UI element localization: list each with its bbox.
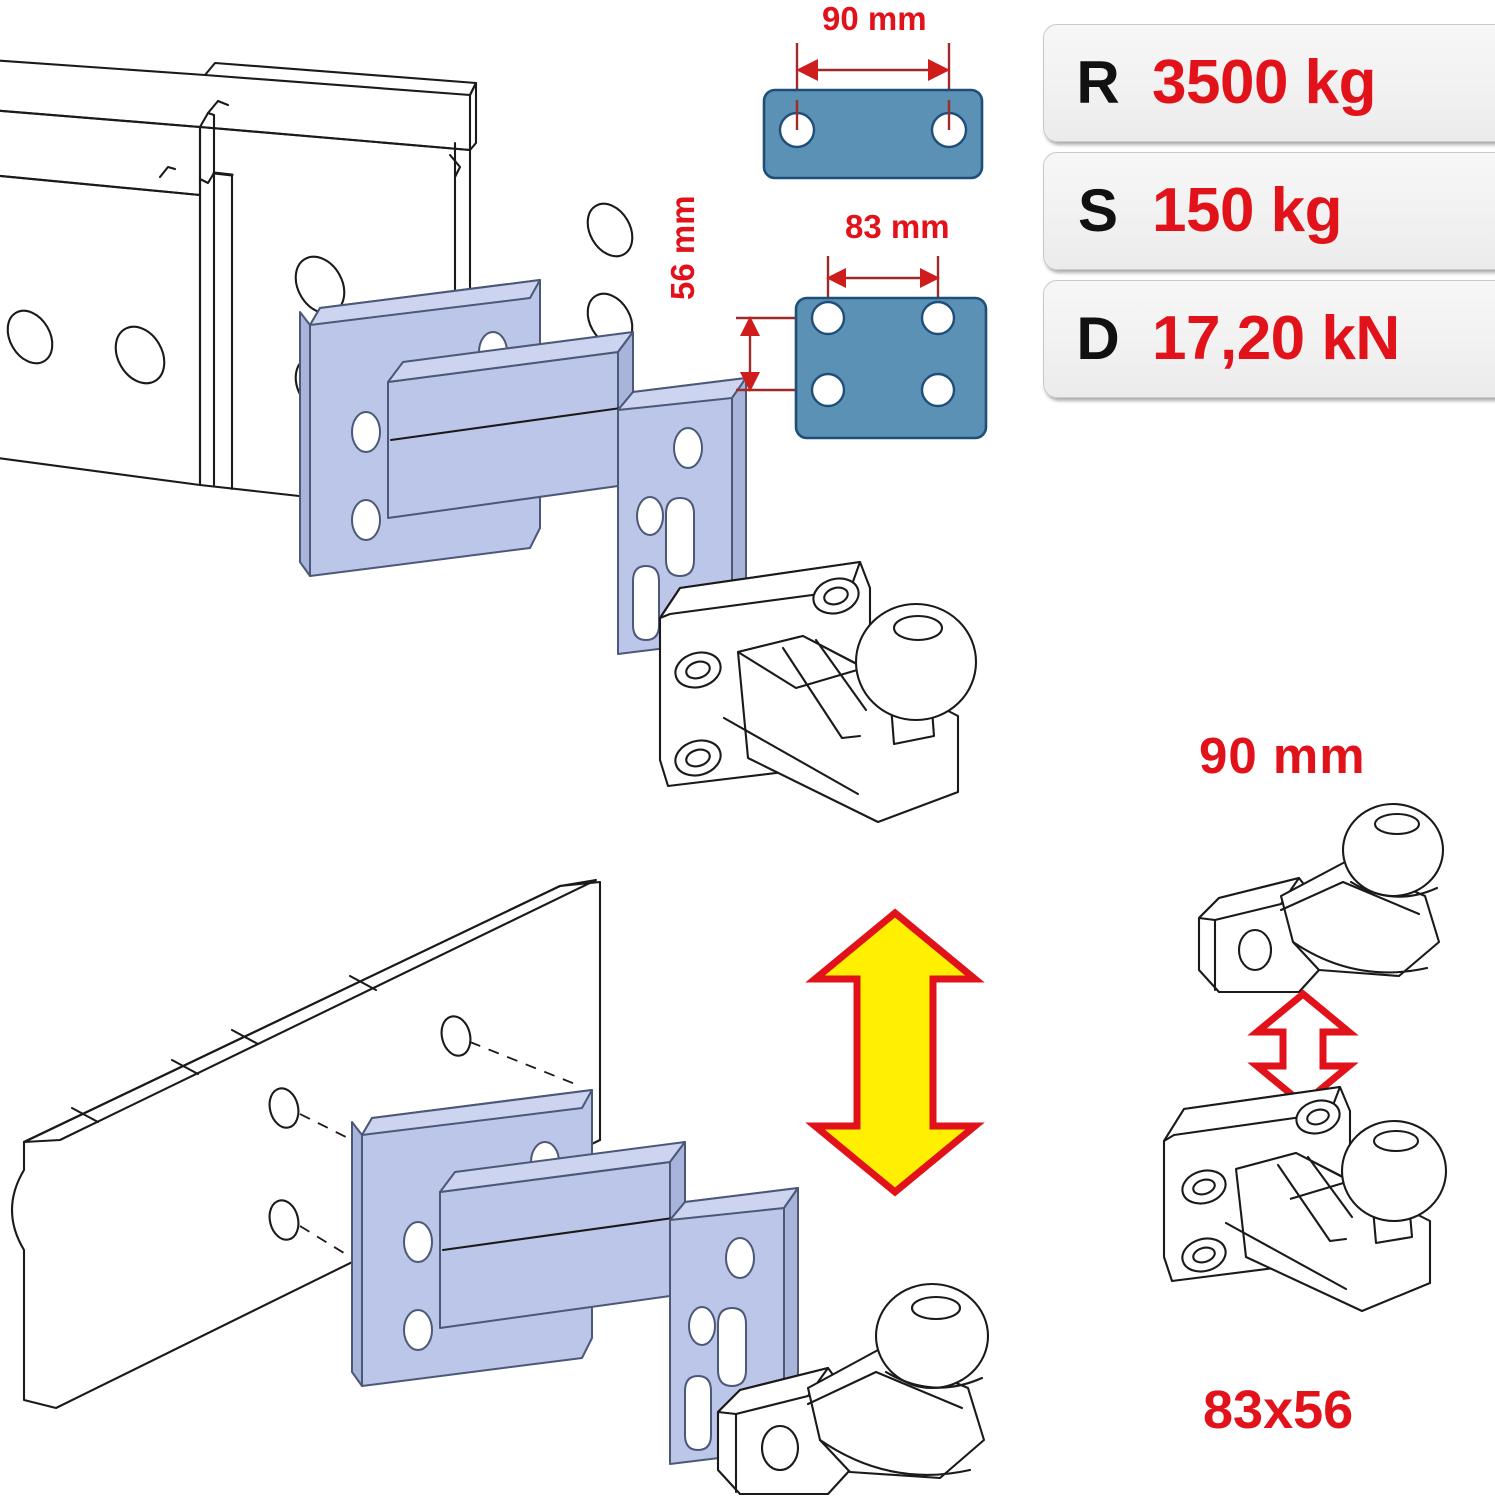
variant-label-83x56: 83x56 — [1203, 1380, 1354, 1440]
towball-2hole-bottom — [716, 1282, 990, 1496]
adapter-bracket-bottom — [351, 1089, 799, 1465]
specification-table: R 3500 kg S 150 kg D 17,20 kN — [1043, 24, 1495, 408]
spec-row-s: S 150 kg — [1043, 152, 1495, 270]
dimension-label-83mm: 83 mm — [845, 208, 950, 245]
spec-row-r: R 3500 kg — [1043, 24, 1495, 142]
plate-2hole-diagram — [762, 43, 984, 180]
dimension-label-90mm-top: 90 mm — [822, 0, 927, 37]
spec-value-r: 3500 kg — [1152, 48, 1377, 117]
spec-key-r: R — [1076, 49, 1120, 116]
spec-key-s: S — [1077, 177, 1119, 244]
variant-towball-2hole — [1197, 802, 1445, 994]
spec-key-d: D — [1076, 305, 1120, 372]
swap-arrow-yellow-icon — [805, 908, 985, 1197]
plate-4hole-diagram — [736, 256, 988, 440]
variant-towball-4hole — [1162, 1085, 1448, 1313]
spec-row-d: D 17,20 kN — [1043, 280, 1495, 398]
spec-value-d: 17,20 kN — [1152, 304, 1400, 373]
spec-value-s: 150 kg — [1152, 176, 1343, 245]
towball-4hole-top — [658, 560, 978, 824]
variant-label-90mm: 90 mm — [1199, 727, 1366, 784]
